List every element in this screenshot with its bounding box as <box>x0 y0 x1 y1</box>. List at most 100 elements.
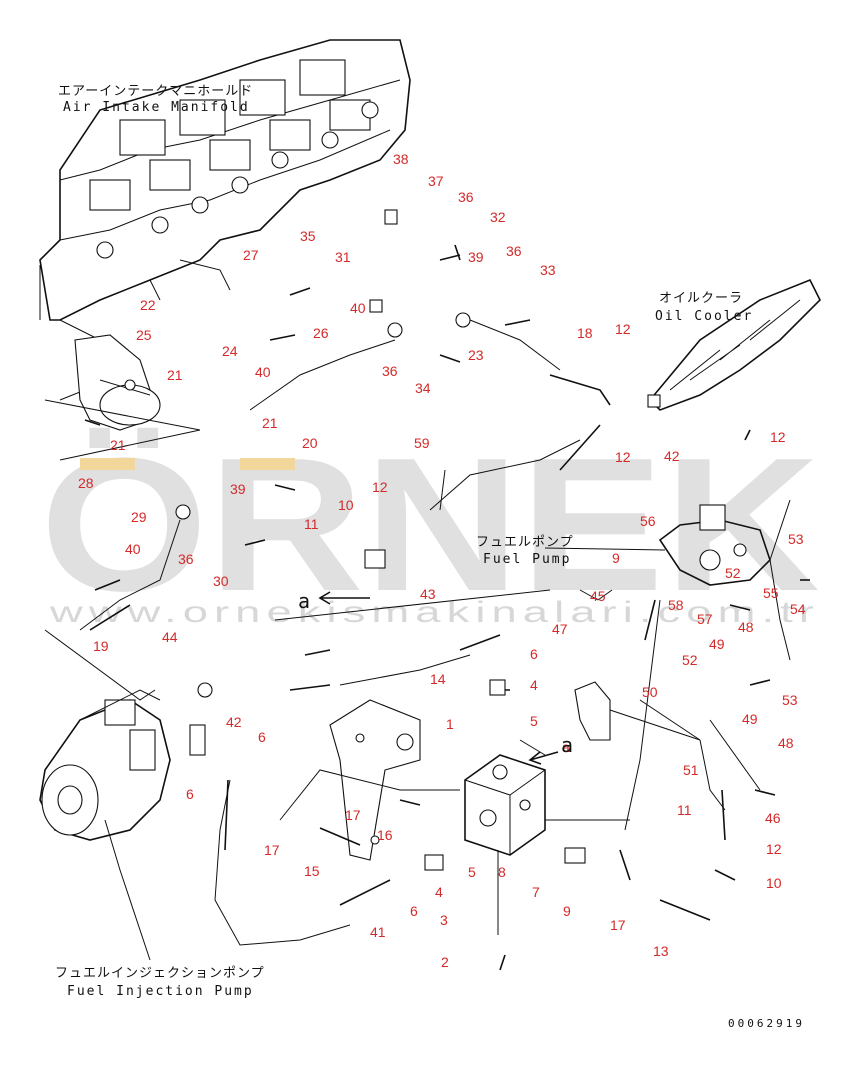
fuel-injection-pump-label-jp: フュエルインジェクションポンプ <box>55 966 265 981</box>
part-number: 4 <box>435 884 443 900</box>
watermark: ÖRNEK www.ornekismakinalari.com.tr <box>40 419 820 631</box>
part-number: 31 <box>335 249 351 265</box>
part-number: 17 <box>345 807 361 823</box>
part-number: 1 <box>446 716 454 732</box>
view-arrow <box>318 591 370 605</box>
oil-cooler-part <box>647 278 821 411</box>
part-number: 9 <box>563 903 571 919</box>
part-number: 21 <box>262 415 278 431</box>
part-number: 6 <box>258 729 266 745</box>
part-number: 48 <box>778 735 794 751</box>
part-number: 23 <box>468 347 484 363</box>
part-number: 28 <box>78 475 94 491</box>
part-number: 50 <box>642 684 658 700</box>
part-number: 48 <box>738 619 754 635</box>
part-number: 6 <box>186 786 194 802</box>
part-number: 42 <box>226 714 242 730</box>
fuel-pump-label-jp: フュエルポンプ <box>476 535 574 550</box>
view-arrow <box>528 751 559 765</box>
watermark-url: www.ornekismakinalari.com.tr <box>48 596 820 629</box>
part-callouts: 38 37 36 32 35 31 39 36 33 27 40 22 26 2… <box>78 151 806 970</box>
part-number: 35 <box>300 228 316 244</box>
part-number: 45 <box>590 588 606 604</box>
part-number: 42 <box>664 448 680 464</box>
part-number: 6 <box>410 903 418 919</box>
fuel-filter-assembly <box>44 334 201 461</box>
part-number: 47 <box>552 621 568 637</box>
oil-cooler-label-jp: オイルクーラ <box>659 291 744 306</box>
part-number: 7 <box>532 884 540 900</box>
part-number: 13 <box>653 943 669 959</box>
part-number: 59 <box>414 435 430 451</box>
part-number: 12 <box>372 479 388 495</box>
part-number: 39 <box>230 481 246 497</box>
part-number: 12 <box>766 841 782 857</box>
part-number: 6 <box>530 646 538 662</box>
part-number: 27 <box>243 247 259 263</box>
engine-block <box>39 39 411 401</box>
view-mark-a: a <box>298 589 310 613</box>
part-number: 55 <box>763 585 779 601</box>
part-number: 41 <box>370 924 386 940</box>
part-number: 2 <box>441 954 449 970</box>
fuel-block <box>464 754 546 856</box>
part-number: 21 <box>167 367 183 383</box>
part-number: 30 <box>213 573 229 589</box>
part-number: 36 <box>506 243 522 259</box>
part-number: 52 <box>725 565 741 581</box>
bolts <box>84 209 810 971</box>
hoses <box>79 319 791 946</box>
air-intake-manifold-label-en: Air Intake Manifold <box>63 100 250 115</box>
watermark-brand: ÖRNEK <box>40 419 820 631</box>
part-number: 34 <box>415 380 431 396</box>
part-number: 10 <box>338 497 354 513</box>
part-number: 52 <box>682 652 698 668</box>
view-mark-a: a <box>561 733 573 757</box>
part-number: 3 <box>440 912 448 928</box>
part-number: 36 <box>458 189 474 205</box>
part-number: 46 <box>765 810 781 826</box>
part-number: 53 <box>782 692 798 708</box>
part-number: 12 <box>615 321 631 337</box>
part-number: 44 <box>162 629 178 645</box>
part-number: 17 <box>264 842 280 858</box>
part-number: 5 <box>468 864 476 880</box>
part-number: 19 <box>93 638 109 654</box>
part-number: 17 <box>610 917 626 933</box>
part-number: 25 <box>136 327 152 343</box>
part-number: 49 <box>742 711 758 727</box>
part-number: 56 <box>640 513 656 529</box>
part-number: 10 <box>766 875 782 891</box>
part-number: 12 <box>770 429 786 445</box>
part-number: 53 <box>788 531 804 547</box>
part-number: 16 <box>377 827 393 843</box>
part-number: 18 <box>577 325 593 341</box>
part-number: 9 <box>612 550 620 566</box>
part-number: 39 <box>468 249 484 265</box>
fuel-injection-pump-part <box>39 689 171 841</box>
part-number: 43 <box>420 586 436 602</box>
part-number: 26 <box>313 325 329 341</box>
part-number: 36 <box>178 551 194 567</box>
part-number: 11 <box>304 516 319 532</box>
bracket-14 <box>329 699 421 861</box>
part-number: 21 <box>110 437 126 453</box>
part-number: 29 <box>131 509 147 525</box>
document-number: 00062919 <box>728 1017 805 1030</box>
leader-lines <box>44 469 761 961</box>
bracket-47 <box>574 681 701 741</box>
part-number: 54 <box>790 601 806 617</box>
part-number: 11 <box>677 802 692 818</box>
fuel-pump-label-en: Fuel Pump <box>483 552 572 567</box>
part-number: 57 <box>697 611 713 627</box>
part-number: 12 <box>615 449 631 465</box>
part-number: 38 <box>393 151 409 167</box>
part-number: 37 <box>428 173 444 189</box>
part-number: a <box>562 739 570 755</box>
part-number: 32 <box>490 209 506 225</box>
part-number: 20 <box>302 435 318 451</box>
part-number: 22 <box>140 297 156 313</box>
part-number: 15 <box>304 863 320 879</box>
part-number: 49 <box>709 636 725 652</box>
